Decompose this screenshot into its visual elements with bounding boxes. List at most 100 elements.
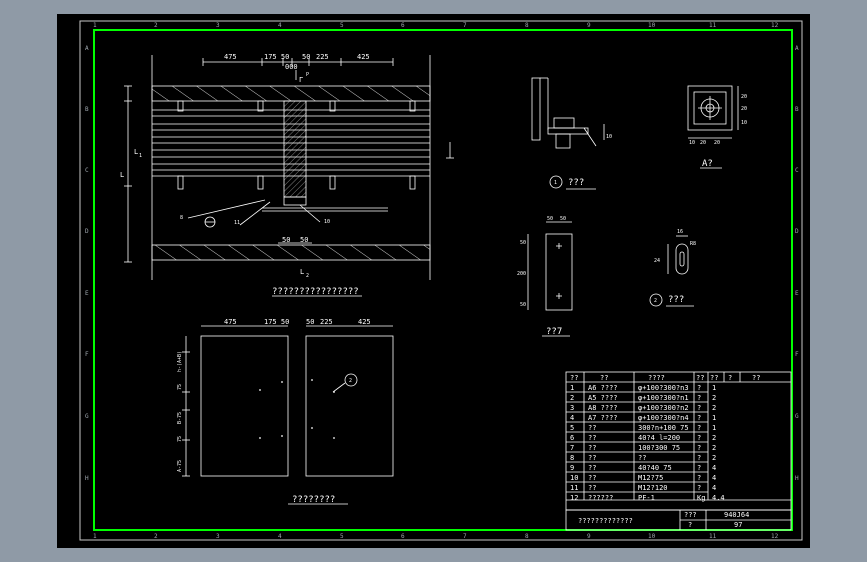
svg-text:??: ?? xyxy=(570,374,578,382)
bom-cell: ?? xyxy=(588,434,596,442)
svg-text:425: 425 xyxy=(358,318,371,326)
svg-text:1: 1 xyxy=(554,180,557,186)
ruler-columns: 1 2 3 4 5 6 7 8 9 10 11 12 1 2 3 4 5 6 7… xyxy=(93,22,779,540)
svg-text:12: 12 xyxy=(771,533,779,540)
svg-text:10: 10 xyxy=(648,533,656,540)
main-view-caption: ???????????????? xyxy=(272,287,359,297)
svg-text:50: 50 xyxy=(560,216,566,222)
bottom-view-points xyxy=(259,379,335,439)
svg-text:????: ???? xyxy=(648,374,665,382)
bom-cell: ?? xyxy=(588,474,596,482)
svg-text:??: ?? xyxy=(710,374,718,382)
view-a-labels: 10 20 20 20 20 10 A? xyxy=(689,94,747,169)
svg-text:9: 9 xyxy=(587,22,591,29)
svg-text:Γ: Γ xyxy=(299,76,303,84)
svg-text:7: 7 xyxy=(463,533,467,540)
svg-text:50: 50 xyxy=(300,236,308,244)
bottom-view-caption: ???????? xyxy=(292,495,335,505)
bom-cell: ? xyxy=(697,424,701,432)
svg-text:E: E xyxy=(85,290,89,297)
bom-cell: 1 xyxy=(712,384,716,392)
svg-text:?: ? xyxy=(688,521,692,529)
bom-cell: φ+100?300?n1 xyxy=(638,394,689,402)
svg-text:200: 200 xyxy=(517,271,526,277)
svg-text:?: ? xyxy=(728,374,732,382)
svg-text:1: 1 xyxy=(139,153,142,159)
svg-text:10: 10 xyxy=(648,22,656,29)
main-view-labels: 475 175 50 50 225 425 000 Γ P L L 1 L 2 … xyxy=(120,53,370,297)
svg-text:10: 10 xyxy=(741,120,747,126)
svg-text:A-75: A-75 xyxy=(177,460,183,472)
svg-text:2: 2 xyxy=(349,378,352,384)
svg-text:50: 50 xyxy=(302,53,310,61)
svg-text:G: G xyxy=(795,413,799,420)
svg-text:50: 50 xyxy=(520,240,526,246)
svg-text:??: ?? xyxy=(752,374,760,382)
svg-text:425: 425 xyxy=(357,53,370,61)
bom-cell: ? xyxy=(697,414,701,422)
svg-text:L: L xyxy=(120,171,124,179)
bom-cell: 1 xyxy=(712,414,716,422)
bom-cell: A5 ???? xyxy=(588,394,618,402)
bottom-view-labels: 475 175 50 50 225 425 2 A-75 75 B-75 75 … xyxy=(177,318,371,505)
svg-text:20: 20 xyxy=(700,140,706,146)
svg-text:F: F xyxy=(85,351,89,358)
svg-text:P: P xyxy=(306,72,309,78)
svg-text:L: L xyxy=(300,268,304,276)
svg-text:940J64: 940J64 xyxy=(724,511,749,519)
bom-cell: 6 xyxy=(570,434,574,442)
svg-text:8: 8 xyxy=(525,22,529,29)
bom-cell: ? xyxy=(697,404,701,412)
svg-text:50: 50 xyxy=(547,216,553,222)
svg-text:??: ?? xyxy=(696,374,704,382)
bom-cell: 2 xyxy=(570,394,574,402)
svg-text:?????????????: ????????????? xyxy=(578,517,633,525)
svg-text:R8: R8 xyxy=(690,241,696,247)
bom-cell: ?? xyxy=(588,444,596,452)
svg-text:G: G xyxy=(85,413,89,420)
detail-1-labels: 1 ??? 10 xyxy=(554,134,612,188)
svg-text:10: 10 xyxy=(606,134,612,140)
svg-text:8: 8 xyxy=(180,215,183,221)
detail-1-caption: ??? xyxy=(568,178,584,188)
svg-text:3: 3 xyxy=(216,22,220,29)
bom-cell: 1 xyxy=(712,424,716,432)
bom-cell: φ+100?300?n2 xyxy=(638,404,689,412)
svg-text:6: 6 xyxy=(401,533,405,540)
svg-text:A: A xyxy=(85,45,89,52)
main-elevation-view xyxy=(124,55,454,297)
bom-cell: 4 xyxy=(712,474,716,482)
drawing-sheet xyxy=(57,14,810,548)
bom-cell: ? xyxy=(697,464,701,472)
bom-cell: 4 xyxy=(712,464,716,472)
svg-text:11: 11 xyxy=(709,22,717,29)
bom-cell: 4 xyxy=(712,484,716,492)
svg-text:A: A xyxy=(795,45,799,52)
bom-cell: ?????? xyxy=(588,494,613,502)
bom-title-block: ????????????? ??? 940J64 ? 97 xyxy=(578,511,749,529)
svg-text:E: E xyxy=(795,290,799,297)
svg-text:000: 000 xyxy=(285,63,298,71)
bom-cell: 2 xyxy=(712,404,716,412)
svg-text:H: H xyxy=(85,475,89,482)
svg-text:10: 10 xyxy=(689,140,695,146)
svg-text:175 50: 175 50 xyxy=(264,318,289,326)
bom-cell: Kg xyxy=(697,494,705,502)
bom-cell: φ+100?300?n4 xyxy=(638,414,689,422)
svg-text:175 50: 175 50 xyxy=(264,53,289,61)
bom-cell: PF-1 xyxy=(638,494,655,502)
ruler-rows: A B C D E F G H A B C D E F G H xyxy=(85,45,799,482)
svg-text:1: 1 xyxy=(93,22,97,29)
bom-cell: 8 xyxy=(570,454,574,462)
bom-cell: 12 xyxy=(570,494,578,502)
bom-cell: ? xyxy=(697,434,701,442)
bom-cell: ? xyxy=(697,474,701,482)
svg-text:6: 6 xyxy=(401,22,405,29)
bom-cell: 11 xyxy=(570,484,578,492)
bottom-plan-view xyxy=(182,325,394,505)
svg-text:??: ?? xyxy=(600,374,608,382)
bom-cell: 2 xyxy=(712,444,716,452)
bom-cell: 2 xyxy=(712,434,716,442)
